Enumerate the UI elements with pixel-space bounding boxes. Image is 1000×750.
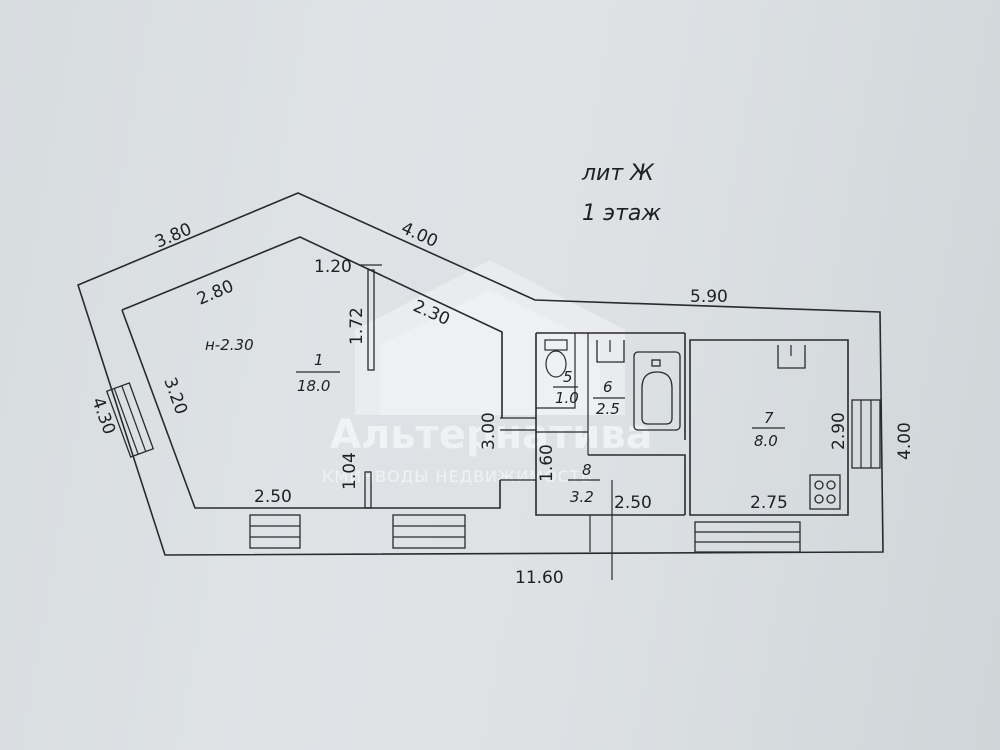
room-5-area: 1.0 bbox=[555, 389, 579, 407]
dim-corridor-wall: 3.00 bbox=[479, 412, 499, 450]
room-7-area: 8.0 bbox=[754, 432, 778, 450]
dim-inner-bottom-left: 2.50 bbox=[254, 487, 292, 507]
room-8-area: 3.2 bbox=[570, 488, 594, 506]
room-1-area: 18.0 bbox=[297, 377, 330, 395]
watermark: Альтернатива КМИНВОДЫ НЕДВИЖИМОСТЬ bbox=[322, 260, 653, 486]
room-6-area: 2.5 bbox=[596, 400, 620, 418]
dim-partition-height: 1.72 bbox=[347, 307, 367, 345]
dimension-labels: 3.80 4.00 5.90 4.30 4.00 11.60 2.80 3.20… bbox=[87, 218, 915, 588]
room1-partitions bbox=[360, 264, 382, 509]
inner-walls bbox=[121, 236, 849, 516]
dim-outer-right-wall: 4.00 bbox=[895, 422, 915, 460]
room-1-height-note: н-2.30 bbox=[205, 336, 254, 354]
dim-outer-left-wall: 4.30 bbox=[87, 395, 119, 437]
room-labels: н-2.30 1 18.0 5 1.0 6 2.5 7 8.0 8 3.2 bbox=[205, 336, 785, 506]
dim-outer-top-right: 5.90 bbox=[690, 287, 728, 307]
watermark-brand: Альтернатива bbox=[330, 412, 653, 458]
fixtures bbox=[544, 339, 841, 510]
stove-icon bbox=[809, 474, 841, 510]
dim-hall-height: 1.60 bbox=[537, 444, 557, 482]
dim-inner-upper-left: 2.80 bbox=[194, 276, 237, 309]
title-block: лит Ж 1 этаж bbox=[581, 161, 661, 226]
windows bbox=[105, 382, 881, 580]
dim-partition-top: 1.20 bbox=[314, 257, 352, 277]
dim-inner-left-wall: 3.20 bbox=[159, 375, 191, 417]
title-line-2: 1 этаж bbox=[582, 201, 661, 226]
room-1-number: 1 bbox=[314, 351, 324, 369]
watermark-tagline: КМИНВОДЫ НЕДВИЖИМОСТЬ bbox=[322, 467, 593, 486]
title-line-1: лит Ж bbox=[581, 161, 655, 186]
dim-stub-height: 1.04 bbox=[340, 452, 360, 490]
room-7-number: 7 bbox=[764, 409, 774, 427]
dim-hall-width: 2.50 bbox=[614, 493, 652, 513]
room-5-number: 5 bbox=[563, 368, 573, 386]
bathtub-icon bbox=[633, 351, 681, 431]
outer-walls bbox=[77, 192, 884, 556]
dim-kitchen-width: 2.75 bbox=[750, 493, 788, 513]
dim-outer-bottom: 11.60 bbox=[515, 568, 564, 588]
sink-icon bbox=[596, 340, 625, 363]
room-6-number: 6 bbox=[603, 378, 613, 396]
kitchen-sink-icon bbox=[777, 345, 806, 369]
dim-kitchen-height: 2.90 bbox=[829, 412, 849, 450]
toilet-icon bbox=[544, 339, 568, 378]
room-8-number: 8 bbox=[582, 461, 592, 479]
dim-outer-left-upper: 3.80 bbox=[152, 219, 195, 252]
